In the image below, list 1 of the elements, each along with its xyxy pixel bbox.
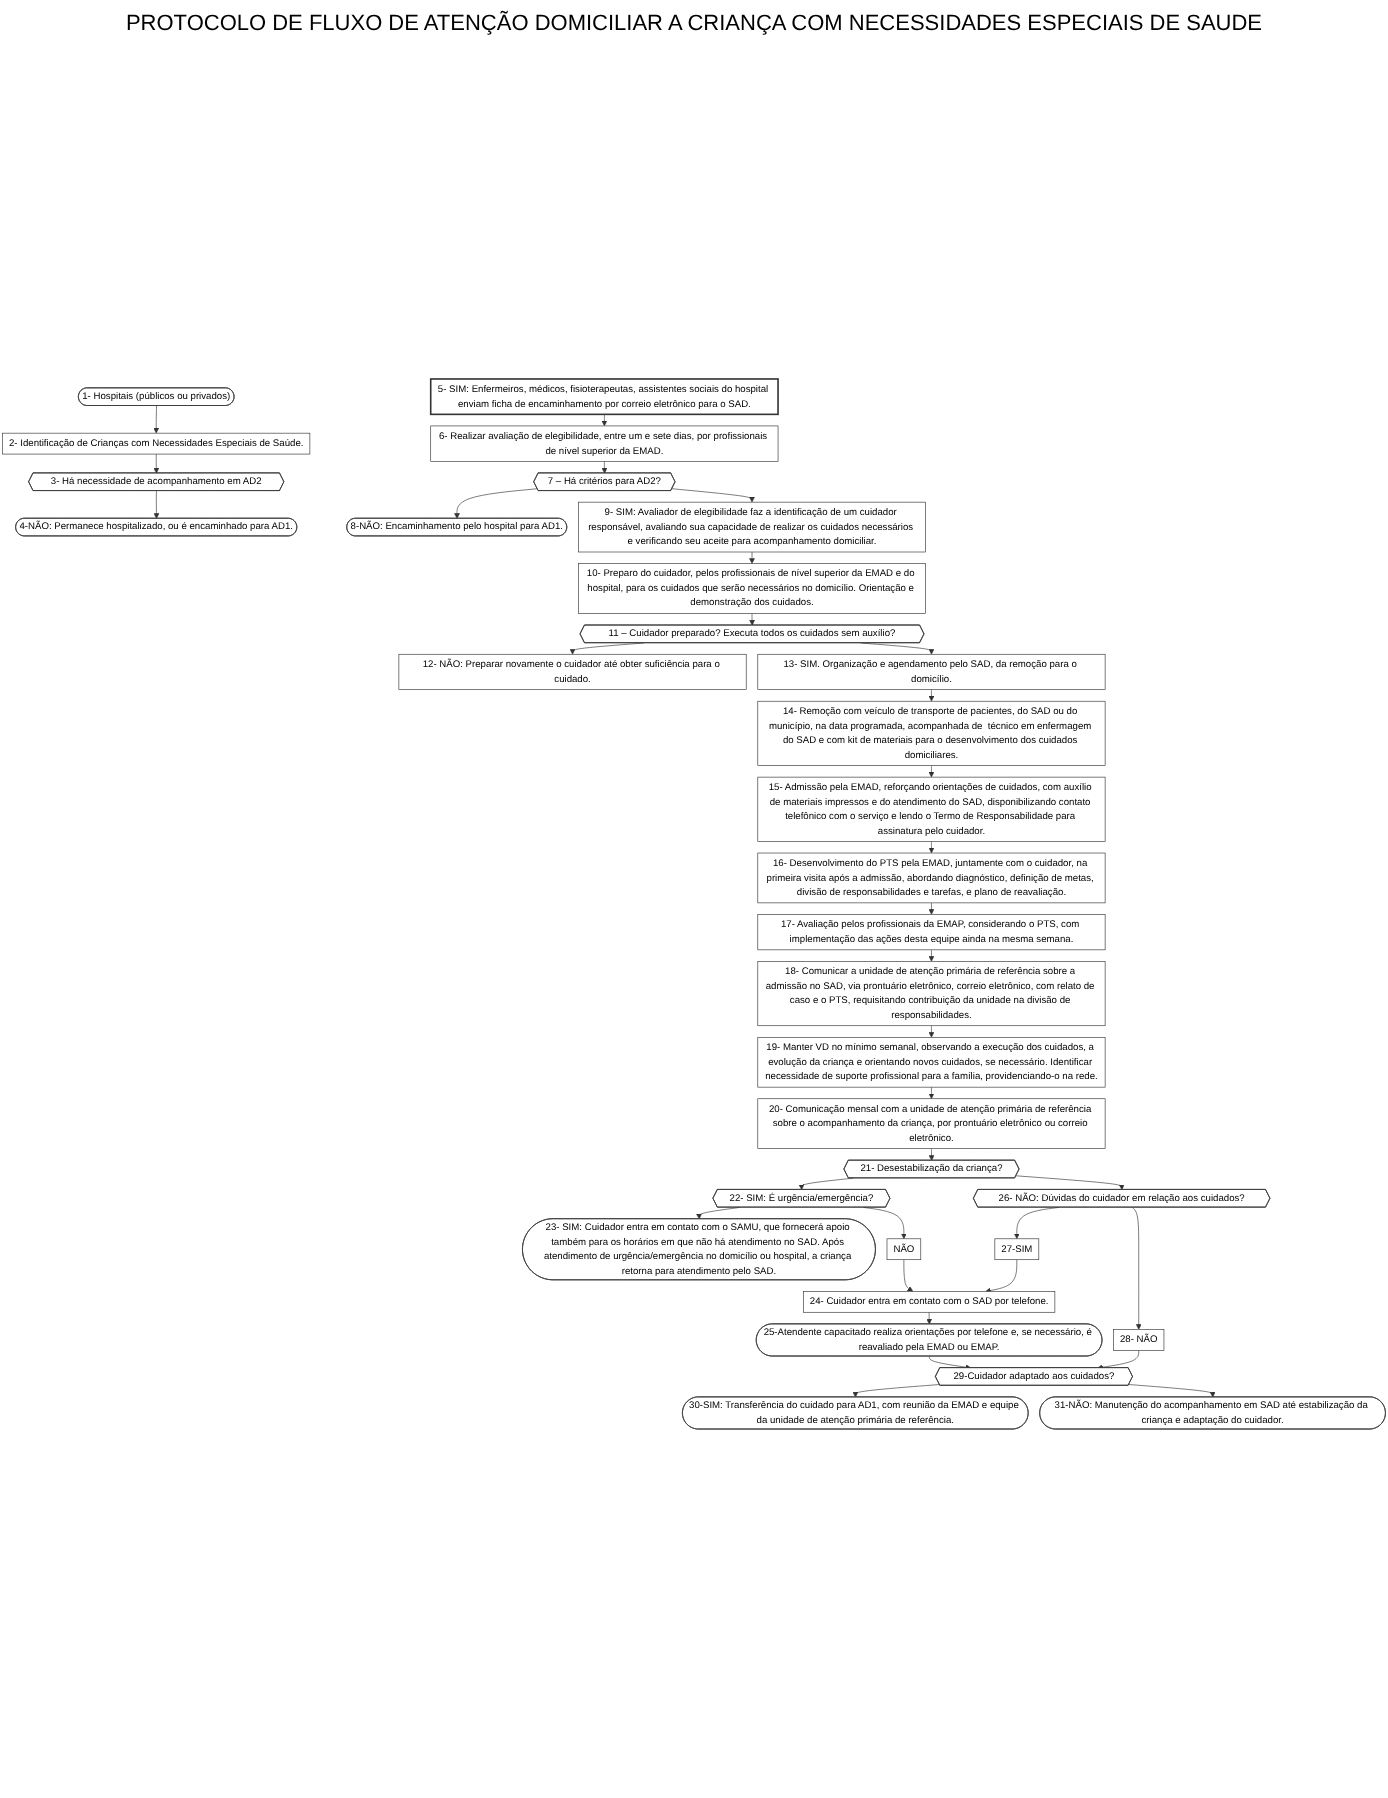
diagram-title: PROTOCOLO DE FLUXO DE ATENÇÃO DOMICILIAR A CRIANÇA COM NECESSIDADES ESPECIAIS DE SAUDE <box>123 12 1265 36</box>
